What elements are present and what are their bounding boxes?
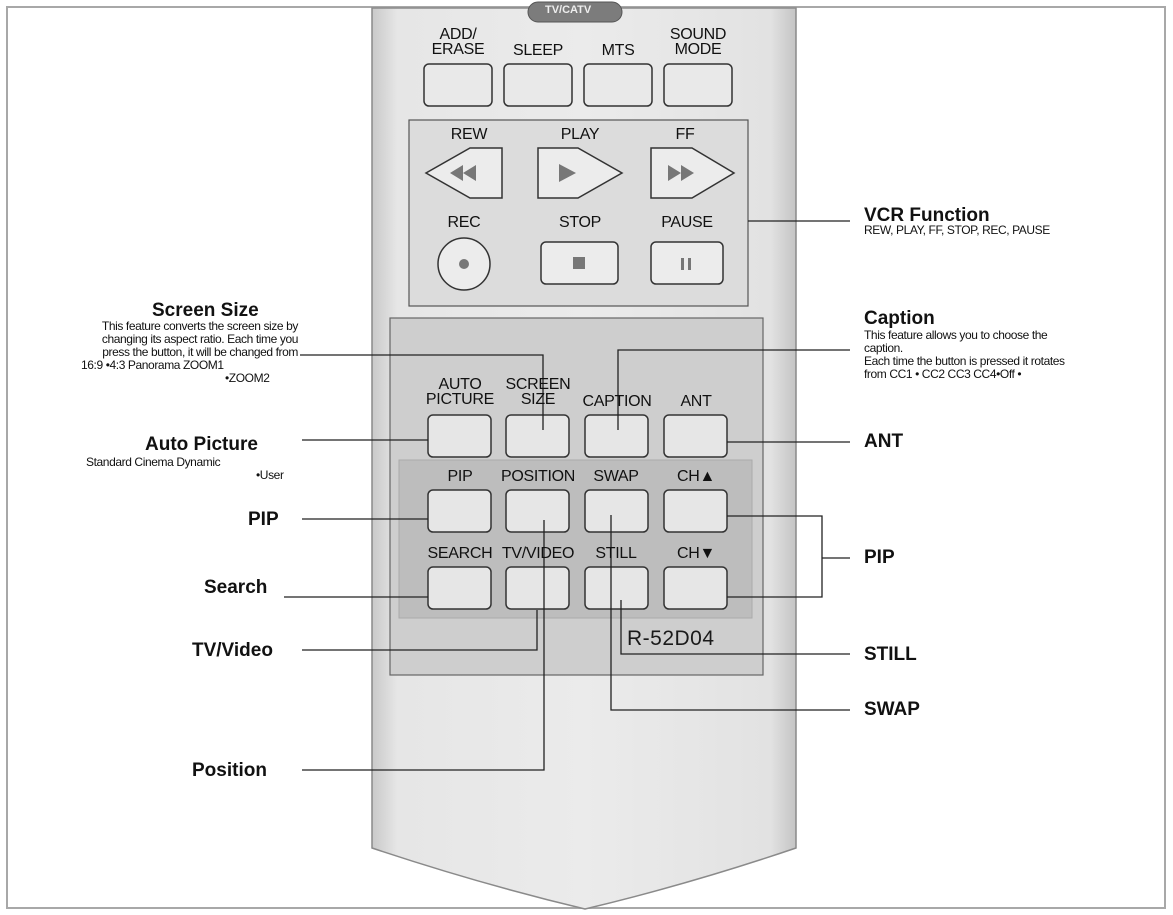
vcr-function-title: VCR Function [864, 205, 990, 226]
still-button [584, 566, 649, 610]
pip-right-title: PIP [864, 547, 895, 568]
position-button [505, 489, 570, 533]
tv-video-title: TV/Video [192, 640, 273, 661]
swap-label: SWAP [593, 468, 639, 485]
auto-picture-title: Auto Picture [145, 434, 258, 455]
play-label: PLAY [560, 126, 600, 143]
play-button [537, 147, 624, 199]
caption-button [584, 414, 649, 458]
tv-video-label: TV/VIDEO [501, 545, 575, 562]
top-tab-label: TV/CATV [545, 4, 592, 16]
top-tab [527, 1, 623, 23]
add-erase-label: ADD/ERASE [431, 26, 485, 58]
mts-button [583, 63, 653, 107]
caption-desc: This feature allows you to choose the ca… [864, 328, 1065, 381]
vcr-function-desc: REW, PLAY, FF, STOP, REC, PAUSE [864, 223, 1050, 237]
ch-up-label: CH▲ [676, 468, 716, 485]
rew-label: REW [450, 126, 488, 143]
ch-down-button [663, 566, 728, 610]
ant-label: ANT [680, 393, 712, 410]
auto-picture-button [427, 414, 492, 458]
search-button [427, 566, 492, 610]
still-title: STILL [864, 644, 917, 665]
stop-label: STOP [558, 214, 602, 231]
ch-up-button [663, 489, 728, 533]
screen-size-button [505, 414, 570, 458]
row1-buttons [423, 63, 733, 107]
sleep-button [503, 63, 573, 107]
pip-left-title: PIP [248, 509, 279, 530]
search-title: Search [204, 577, 268, 598]
swap-title: SWAP [864, 699, 920, 720]
ff-label: FF [675, 126, 695, 143]
position-label: POSITION [500, 468, 576, 485]
screen-size-desc: This feature converts the screen size by… [81, 319, 298, 385]
ant-title: ANT [864, 431, 904, 452]
add-erase-button [423, 63, 493, 107]
tv-video-button [505, 566, 570, 610]
position-title: Position [192, 760, 267, 781]
pause-label: PAUSE [661, 214, 713, 231]
caption-title: Caption [864, 308, 935, 329]
leader-lines [284, 220, 850, 771]
pip-label: PIP [447, 468, 473, 485]
swap-button [584, 489, 649, 533]
lower-buttons [427, 414, 728, 610]
model-number: R-52D04 [627, 627, 715, 650]
rec-label: REC [447, 214, 481, 231]
auto-picture-desc: Standard Cinema Dynamic •User [86, 455, 284, 482]
still-label: STILL [595, 545, 637, 562]
sound-mode-button [663, 63, 733, 107]
mts-label: MTS [601, 42, 635, 59]
pip-button [427, 489, 492, 533]
ch-down-label: CH▼ [676, 545, 716, 562]
vcr-symbols [450, 164, 694, 270]
sleep-label: SLEEP [512, 42, 564, 59]
screen-size-title: Screen Size [152, 300, 259, 321]
search-label: SEARCH [427, 545, 493, 562]
caption-label: CAPTION [582, 393, 652, 410]
pause-button [650, 241, 724, 285]
ant-button [663, 414, 728, 458]
